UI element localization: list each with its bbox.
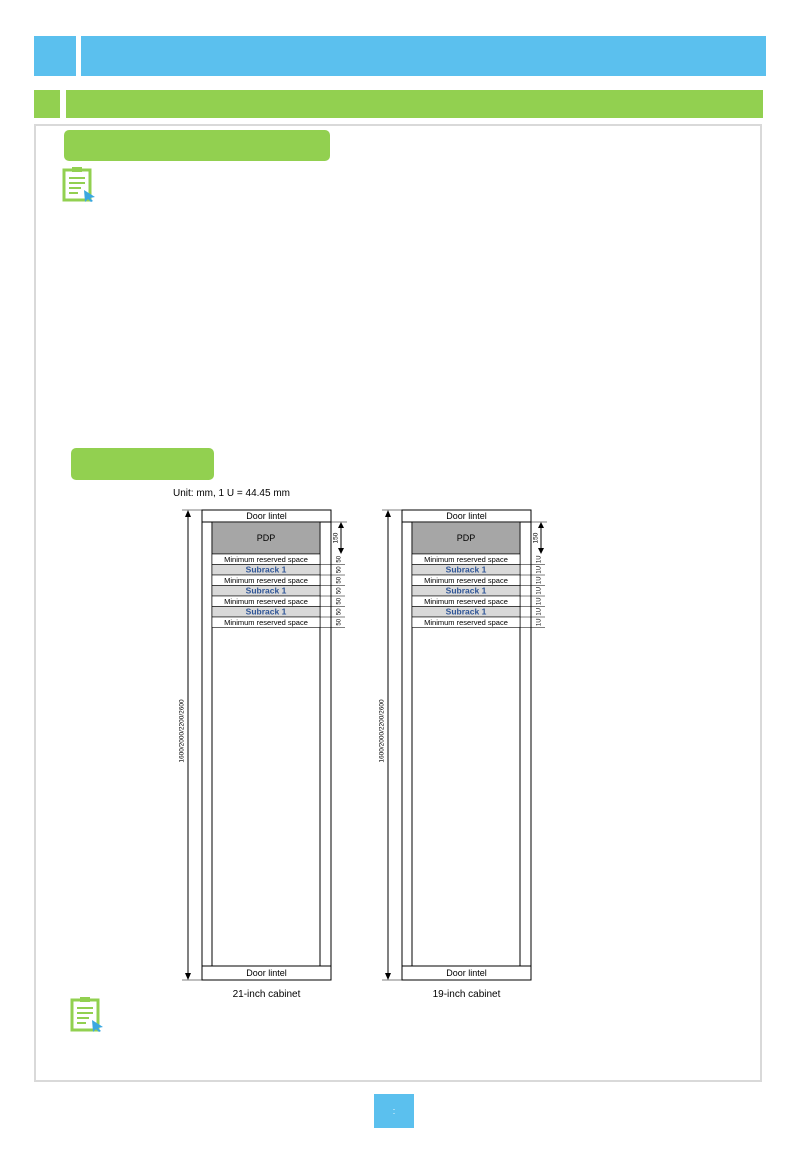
arrow-head-down: [538, 548, 544, 554]
arrow-head-up: [538, 522, 544, 528]
subsection-heading-pill: [64, 130, 330, 161]
slot-height-label: 1U: [537, 618, 543, 626]
pdp-label: PDP: [257, 533, 276, 543]
subrack-label: Subrack 1: [246, 586, 287, 596]
subrack-label: Subrack 1: [446, 586, 487, 596]
slot-height-label: 1U: [537, 576, 543, 584]
slot-height-label: 50: [337, 597, 343, 604]
page-number-box: :: [374, 1094, 414, 1128]
slot-height-label: 1U: [537, 587, 543, 595]
reserved-space-label: Minimum reserved space: [424, 555, 508, 564]
section-number-block: [34, 90, 60, 118]
reserved-space-row: [211, 616, 321, 628]
arrow-head-down: [385, 973, 391, 980]
reserved-space-label: Minimum reserved space: [224, 555, 308, 564]
pdp-height-label: 150: [333, 532, 340, 543]
slot-height-label: 1U: [537, 597, 543, 605]
chapter-title-bar: [81, 36, 766, 76]
door-lintel-bottom: Door lintel: [446, 968, 487, 978]
door-lintel-top: Door lintel: [446, 511, 487, 521]
subrack-label: Subrack 1: [246, 565, 287, 575]
unit-label: Unit: mm, 1 U = 44.45 mm: [173, 488, 290, 499]
slot-height-label: 50: [337, 618, 343, 625]
pdp-block: [211, 521, 321, 555]
slot-height-label: 50: [337, 555, 343, 562]
arrow-head-up: [338, 522, 344, 528]
figure-heading-pill: [71, 448, 214, 480]
cabinet-caption-19-inch: 19-inch cabinet: [432, 989, 501, 1000]
arrow-head-down: [185, 973, 191, 980]
page-number: :: [392, 1106, 396, 1116]
slot-height-label: 50: [337, 587, 343, 594]
reserved-space-row: [411, 616, 521, 628]
slot-height-label: 50: [337, 566, 343, 573]
reserved-space-label: Minimum reserved space: [424, 618, 508, 627]
chapter-number-block: [34, 36, 76, 76]
arrow-head-up: [185, 510, 191, 517]
section-title-bar: [66, 90, 763, 118]
slot-height-label: 1U: [537, 555, 543, 563]
slot-height-label: 50: [337, 576, 343, 583]
note-icon: [62, 167, 95, 202]
slot-height-label: 50: [337, 608, 343, 615]
reserved-space-label: Minimum reserved space: [224, 576, 308, 585]
door-lintel-bottom: Door lintel: [246, 968, 287, 978]
subrack-label: Subrack 1: [446, 565, 487, 575]
subrack-label: Subrack 1: [246, 607, 287, 617]
reserved-space-label: Minimum reserved space: [424, 597, 508, 606]
cabinet-height-label: 1600/2000/2200/2600: [379, 699, 386, 763]
pdp-block: [411, 521, 521, 555]
slot-height-label: 1U: [537, 566, 543, 574]
cabinet-caption-21-inch: 21-inch cabinet: [232, 989, 301, 1000]
reserved-space-label: Minimum reserved space: [224, 618, 308, 627]
slot-height-label: 1U: [537, 608, 543, 616]
arrow-head-up: [385, 510, 391, 517]
subrack-label: Subrack 1: [446, 607, 487, 617]
content-frame: [34, 124, 762, 1082]
pdp-height-label: 150: [533, 532, 540, 543]
arrow-head-down: [338, 548, 344, 554]
cabinet-height-label: 1600/2000/2200/2600: [179, 699, 186, 763]
reserved-space-label: Minimum reserved space: [424, 576, 508, 585]
reserved-space-label: Minimum reserved space: [224, 597, 308, 606]
door-lintel-top: Door lintel: [246, 511, 287, 521]
pdp-label: PDP: [457, 533, 476, 543]
note-icon: [70, 997, 103, 1032]
